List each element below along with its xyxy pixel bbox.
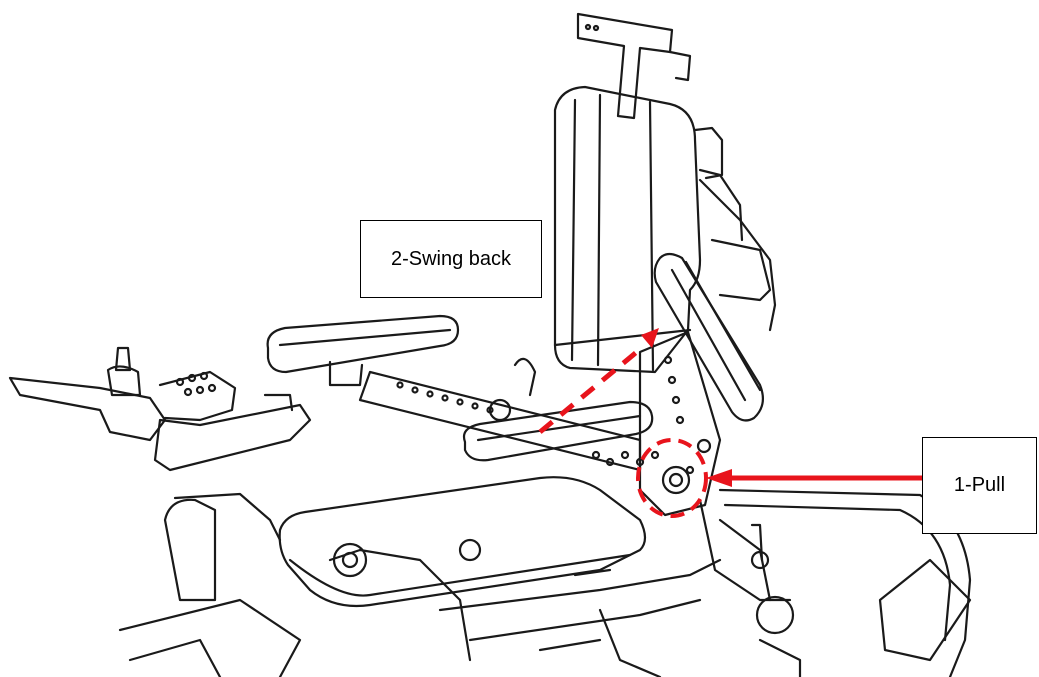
seat-cushion	[278, 476, 647, 608]
front-armrest-pad	[462, 400, 654, 462]
pull-arrowhead	[706, 469, 732, 487]
left-armrest-pad	[266, 314, 460, 387]
annotations	[538, 328, 922, 518]
pull-callout: 1-Pull	[922, 437, 1037, 534]
base-frame	[118, 488, 972, 677]
headrest-bracket	[576, 12, 692, 120]
joystick-controller	[8, 346, 312, 472]
swing-back-label: 2-Swing back	[390, 247, 512, 270]
right-armrest-pad	[653, 252, 765, 422]
swing-back-callout: 2-Swing back	[360, 220, 542, 298]
pull-label: 1-Pull	[953, 474, 1006, 496]
backrest-cushion	[553, 85, 777, 374]
swing-arrowhead	[641, 328, 659, 348]
release-pin-highlight	[636, 438, 708, 518]
swing-direction-arrow	[538, 344, 646, 434]
